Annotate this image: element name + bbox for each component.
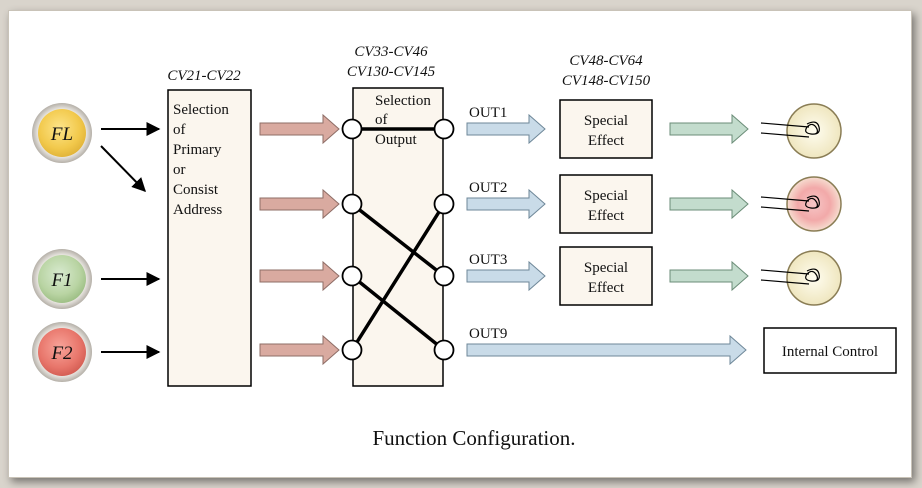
output-arrows [466, 113, 747, 366]
effect-box-2: Special Effect [559, 174, 653, 234]
selection-line: Selection [173, 102, 229, 118]
out1-label: OUT1 [469, 105, 507, 121]
filament-icon [805, 195, 820, 209]
selection-line: or [173, 162, 186, 178]
selection-header: CV21-CV22 [167, 68, 241, 84]
output-arrow-internal [466, 334, 747, 366]
output-arrow [466, 260, 546, 292]
route-line [350, 274, 446, 352]
route-line [350, 202, 446, 352]
out3-label: OUT3 [469, 252, 507, 268]
input-f1: F1 [32, 249, 92, 309]
lamp-arrow [669, 188, 749, 220]
input-fl-label: FL [50, 124, 73, 145]
node [341, 339, 363, 361]
signal-arrow [259, 334, 340, 366]
output-arrow [466, 188, 546, 220]
lamp-2 [760, 176, 842, 232]
crossbar-lines [350, 127, 446, 352]
internal-control-label: Internal Control [782, 344, 878, 360]
internal-control-box: Internal Control [763, 327, 897, 374]
selection-block [167, 89, 252, 387]
diagram-frame: FL F1 F2 CV21-CV22 Selection of Primary … [8, 10, 912, 478]
lamp-arrow [669, 113, 749, 145]
node [341, 193, 363, 215]
lamp-3 [760, 250, 842, 306]
arrow-fl-consist [100, 145, 146, 193]
output-selection-line: of [375, 112, 388, 128]
effects-header-1: CV48-CV64 [569, 53, 643, 69]
effect-label: Special [584, 260, 628, 276]
node [341, 265, 363, 287]
signal-arrow [259, 260, 340, 292]
selection-line: Primary [173, 142, 222, 158]
out2-label: OUT2 [469, 180, 507, 196]
signal-arrow [259, 188, 340, 220]
function-configuration-diagram: FL F1 F2 CV21-CV22 Selection of Primary … [32, 44, 897, 450]
diagram-caption: Function Configuration. [373, 426, 576, 450]
node [433, 193, 455, 215]
node [433, 339, 455, 361]
effect-label: Effect [588, 133, 625, 149]
out9-label: OUT9 [469, 326, 507, 342]
node [341, 118, 363, 140]
effect-label: Effect [588, 280, 625, 296]
selection-line: Address [173, 202, 222, 218]
selection-line: of [173, 122, 186, 138]
out-labels: OUT1 OUT2 OUT3 OUT9 [469, 105, 507, 342]
output-arrow [466, 113, 546, 145]
input-fl: FL [32, 103, 92, 163]
signal-arrow [259, 113, 340, 145]
effects-header-2: CV148-CV150 [562, 73, 651, 89]
effect-box-1: Special Effect [559, 99, 653, 159]
node [433, 118, 455, 140]
output-selection-line: Output [375, 132, 418, 148]
effect-label: Effect [588, 208, 625, 224]
input-f2: F2 [32, 322, 92, 382]
input-f2-label: F2 [50, 343, 73, 364]
filament-icon [805, 121, 820, 135]
node [433, 265, 455, 287]
lamp-arrow [669, 260, 749, 292]
signal-arrows [259, 113, 340, 366]
lamp-1 [760, 103, 842, 159]
selection-text: Selection of Primary or Consist Address [173, 102, 229, 218]
output-header-2: CV130-CV145 [347, 64, 436, 80]
route-line [350, 202, 446, 278]
effect-label: Special [584, 188, 628, 204]
effect-box-3: Special Effect [559, 246, 653, 306]
output-selection-text: Selection of Output [375, 93, 431, 148]
output-selection-line: Selection [375, 93, 431, 109]
output-header-1: CV33-CV46 [354, 44, 428, 60]
selection-line: Consist [173, 182, 219, 198]
effect-label: Special [584, 113, 628, 129]
lamp-arrows [669, 113, 749, 292]
input-arrows [100, 122, 161, 359]
filament-icon [805, 268, 820, 282]
crossbar-nodes [341, 118, 455, 361]
input-f1-label: F1 [50, 270, 72, 291]
